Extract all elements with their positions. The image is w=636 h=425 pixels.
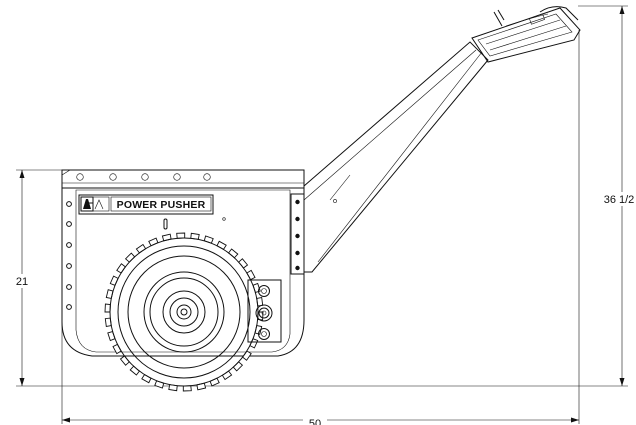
axle-housing (247, 279, 282, 343)
dimension-length-overall: 50 (61, 30, 580, 425)
wheel-tread (104, 232, 264, 392)
chassis-body (61, 169, 305, 357)
height-body-label: 21 (16, 276, 28, 288)
height-overall-label: 36 1/2 (604, 194, 635, 206)
length-overall-label: 50 (309, 418, 321, 425)
dimension-height-body: 21 (14, 169, 62, 387)
dimension-height-overall: 36 1/2 (62, 5, 636, 387)
brand-plate-label: POWER PUSHER (117, 199, 206, 211)
arm-bracket (290, 193, 305, 275)
brand-plate: POWER PUSHER (78, 194, 214, 215)
drive-wheel (104, 232, 264, 392)
handle-grip (471, 6, 581, 63)
handle-arm (303, 41, 489, 273)
